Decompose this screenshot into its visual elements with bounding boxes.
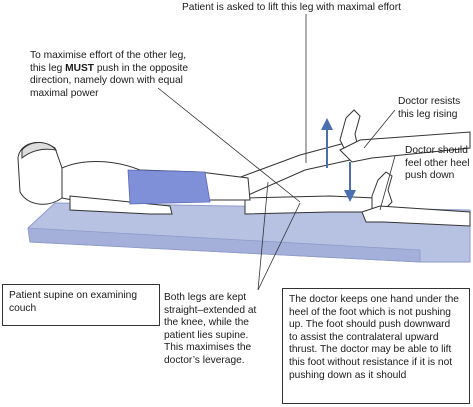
label-doctor-should-line3: push down <box>405 170 455 182</box>
shorts <box>127 169 211 205</box>
doctor-hands <box>339 131 471 227</box>
examining-couch <box>27 202 471 263</box>
box-patient-supine: Patient supine on examining couch <box>2 284 160 326</box>
label-lift-leg-text: Patient is asked to lift this leg with m… <box>182 2 401 13</box>
label-doctor-resists-line2: this leg rising <box>398 108 458 120</box>
down-arrow <box>344 162 356 202</box>
label-other-leg-line1: To maximise effort of the other leg, <box>30 50 187 61</box>
box-patient-supine-line1: Patient supine on examining <box>9 290 137 301</box>
up-arrow <box>321 118 333 168</box>
label-doctor-resists-line1: Doctor resists <box>398 96 461 107</box>
label-doctor-should-line2: feel other heel <box>405 157 470 169</box>
label-other-leg-line3: direction, namely down with equal <box>30 75 183 87</box>
box-doctor-keeps-line4: to assist the contralateral upward <box>289 331 439 343</box>
raised-leg <box>237 109 361 197</box>
box-doctor-keeps: The doctor keeps one hand under the heel… <box>282 288 470 404</box>
line2-pre: this leg <box>30 62 66 74</box>
label-both-legs-line4: patient lies supine. <box>164 329 249 341</box>
label-doctor-should-line1: Doctor should <box>405 145 468 156</box>
box-doctor-keeps-line6: this foot without resistance if it is no… <box>289 356 453 368</box>
head <box>17 142 63 205</box>
label-other-leg-line2: this leg MUST push in the opposite <box>30 63 188 76</box>
lower-leg <box>244 171 393 215</box>
leader-lines <box>157 14 396 291</box>
box-doctor-keeps-line7: pushing down as it should <box>289 369 407 381</box>
box-doctor-keeps-line1: The doctor keeps one hand under the <box>289 294 459 305</box>
label-other-leg-line4: maximal power <box>30 87 99 99</box>
box-doctor-keeps-line3: up. The foot should push downward <box>289 319 451 331</box>
label-other-leg: To maximise effort of the other leg, thi… <box>30 50 188 100</box>
label-both-legs-line1: Both legs are kept <box>164 292 247 303</box>
label-both-legs-line2: straight–extended at <box>164 304 257 316</box>
label-both-legs: Both legs are kept straight–extended at … <box>164 292 256 368</box>
line2-post: push in the opposite <box>93 62 189 74</box>
box-patient-supine-line2: couch <box>9 302 37 314</box>
must-emphasis: MUST <box>65 62 94 74</box>
label-both-legs-line3: the knee, while the <box>164 317 249 329</box>
label-doctor-should: Doctor should feel other heel push down <box>405 145 470 183</box>
box-doctor-keeps-line2: heel of the foot which is not pushing <box>289 306 451 318</box>
box-doctor-keeps-line5: thrust. The doctor may be able to lift <box>289 344 452 356</box>
label-doctor-resists: Doctor resists this leg rising <box>398 96 460 121</box>
label-both-legs-line5: This maximises the <box>164 342 252 354</box>
label-lift-leg: Patient is asked to lift this leg with m… <box>182 2 401 15</box>
label-both-legs-line6: doctor’s leverage. <box>164 354 245 366</box>
